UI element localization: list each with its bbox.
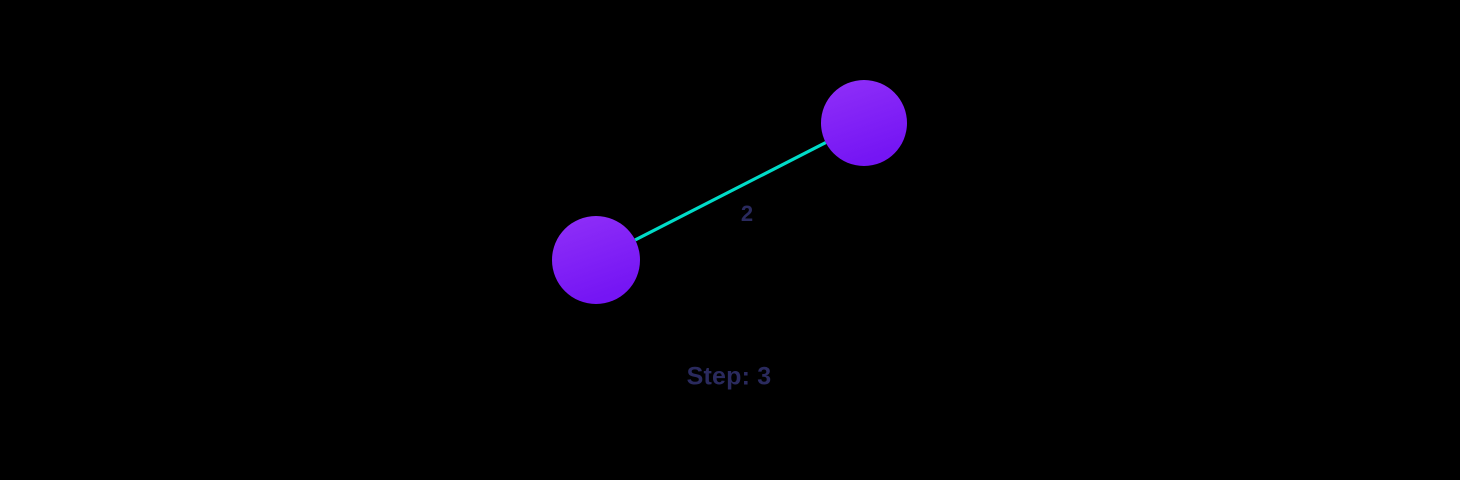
node-layer bbox=[552, 80, 907, 304]
status-layer: Step: 3 bbox=[687, 363, 772, 391]
edge-weight-label: 2 bbox=[741, 201, 753, 226]
graph-node-n2[interactable] bbox=[821, 80, 907, 166]
edge-layer: 2 bbox=[634, 141, 827, 242]
graph-edge-n1-n2[interactable] bbox=[634, 141, 827, 242]
step-status-label: Step: 3 bbox=[687, 363, 772, 391]
graph-node-n1[interactable] bbox=[552, 216, 640, 304]
